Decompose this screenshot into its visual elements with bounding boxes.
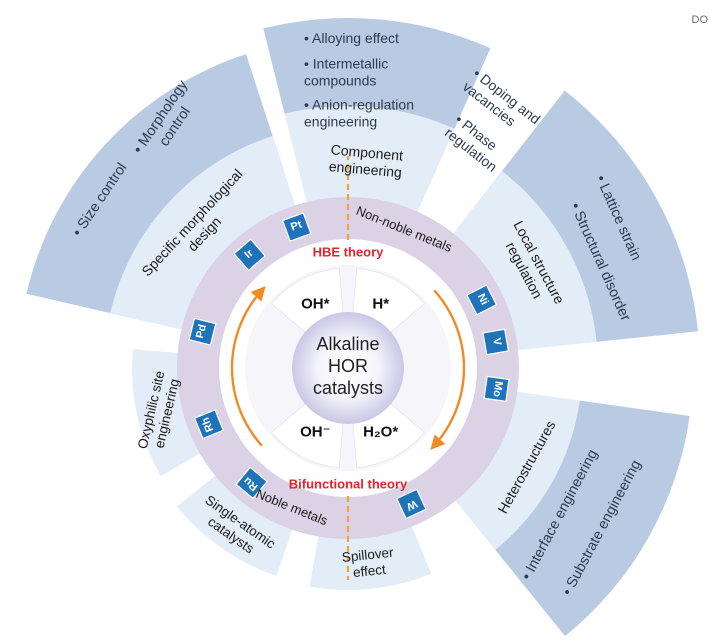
element-tile-bg [483,375,510,402]
element-tile-ir: Ir [233,238,266,272]
element-tile-pd: Pd [188,317,217,346]
element-tile-bg [233,238,266,272]
element-tile-w: W [395,488,427,520]
band-heterostructures [491,399,690,637]
sector-morphological [110,135,296,330]
quadrant-oh-star-label: OH* [301,295,330,312]
sector-single-atomic [177,474,293,577]
element-tile-bg [482,328,510,356]
element-tile-bg [395,488,427,520]
detail-anion-line: engineering [304,113,377,129]
sector-oxyphilic [132,349,201,476]
element-symbol: V [490,337,503,347]
element-symbol: Pd [194,323,209,340]
element-tile-bg [188,317,217,346]
sector-spillover [309,525,432,591]
element-tile-bg [281,212,312,242]
element-tile-v: V [482,328,510,356]
detail-intermetallic: • Intermetallic compounds [304,56,388,89]
element-symbol: Mo [490,380,504,398]
sector-component [284,106,455,213]
element-symbol: Pt [289,218,304,233]
quadrant-oh-minus-label: OH⁻ [300,424,330,441]
bifunctional-theory-label: Bifunctional theory [289,477,408,492]
band-component [263,17,491,131]
detail-anion: • Anion-regulation engineering [304,97,414,130]
corner-label: DO [691,14,709,26]
quadrant-h2o-star-label-line: H₂O* [363,424,398,441]
quadrant-h-star-label-line: H* [372,295,389,312]
center-title-line: HOR [328,356,368,376]
hbe-theory-label-line: HBE theory [313,245,385,260]
arrow-left-up [230,286,266,447]
quadrant-h-star-label: H* [372,295,389,312]
hbe-theory-label: HBE theory [313,245,385,260]
band-local-structure [495,90,699,343]
element-tile-pt: Pt [281,212,312,242]
quadrant-h2o-star-label: H₂O* [363,424,398,441]
quadrant-oh-minus-label-line: OH⁻ [300,424,330,441]
element-tile-ru: Ru [235,466,268,500]
element-symbol: Ni [475,292,491,307]
center-title-line: Alkaline [316,334,379,354]
detail-intermetallic-line: • Intermetallic [304,56,388,72]
element-tile-bg [466,284,498,316]
detail-anion-line: • Anion-regulation [304,97,414,113]
bifunctional-theory-label-line: Bifunctional theory [289,477,408,492]
detail-intermetallic-line: compounds [304,72,376,88]
element-tile-ni: Ni [466,284,498,316]
strategy-label-spillover-line: effect [352,562,386,580]
strategy-label-component-line: Component [330,141,404,163]
arrow-right-down [430,289,466,450]
detail-alloying-line: • Alloying effect [304,30,399,46]
strategy-label-component-line: engineering [328,158,402,180]
center-title-line: catalysts [313,378,383,398]
strategy-label-spillover-line: Spillover [341,545,395,565]
sector-local-structure [452,170,597,351]
element-tile-bg [235,466,268,500]
quadrant-oh-star-label-line: OH* [301,295,330,312]
band-morphological [26,54,285,322]
element-tile-mo: Mo [483,375,510,402]
element-tile-bg [193,409,225,440]
element-symbol: Rh [200,415,217,433]
detail-alloying: • Alloying effect [304,30,399,46]
center-core [292,312,404,424]
sector-heterostructures [454,391,580,550]
element-tile-rh: Rh [193,409,225,440]
